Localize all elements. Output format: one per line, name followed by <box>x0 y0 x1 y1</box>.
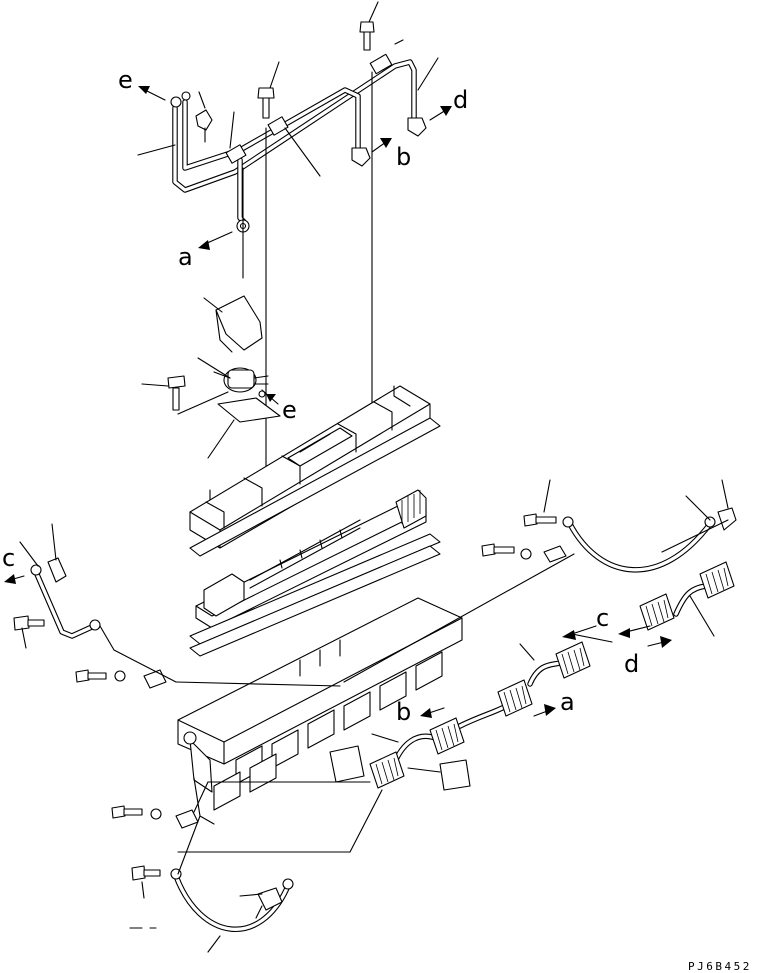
connector-6 <box>699 561 735 599</box>
left-pipe <box>19 523 101 639</box>
bolt-bottom-1 <box>111 805 199 829</box>
connector-2 <box>429 717 465 755</box>
callout-e-mid: e <box>261 389 297 424</box>
svg-text:d: d <box>453 86 468 114</box>
svg-text:c: c <box>2 544 15 572</box>
svg-text:a: a <box>560 688 575 716</box>
svg-text:d: d <box>624 650 639 678</box>
connector-4 <box>555 641 591 679</box>
cable-right <box>562 479 737 573</box>
svg-text:e: e <box>118 66 133 94</box>
bolt-right-mid <box>481 543 567 563</box>
svg-text:b: b <box>396 698 411 726</box>
svg-text:c: c <box>596 604 609 632</box>
drawing-code: PJ6B452 <box>688 960 752 973</box>
bolt-bottom-2 <box>131 865 161 899</box>
svg-text:a: a <box>178 243 193 271</box>
bracket-cover <box>203 295 263 353</box>
manifold-ports <box>213 651 443 811</box>
bolt-right-top <box>523 479 557 527</box>
connector-1 <box>369 751 405 789</box>
gasket-upper <box>189 417 441 557</box>
connector-5 <box>639 593 675 631</box>
cable-bottom <box>170 868 294 953</box>
svg-text:e: e <box>282 396 297 424</box>
bolt-top-center <box>257 61 280 119</box>
bolt-relay <box>141 375 229 415</box>
callout-e-top: e <box>118 66 166 101</box>
relay <box>197 357 269 398</box>
bolt-left-1 <box>13 615 45 649</box>
connector-chain <box>329 561 735 791</box>
bolt-top-right <box>359 1 379 51</box>
callout-a-right: a <box>533 688 575 717</box>
callout-b-right: b <box>396 698 445 726</box>
callout-d-right: d <box>618 625 672 678</box>
svg-text:b: b <box>396 143 411 171</box>
air-heater <box>195 489 427 629</box>
callout-b-top: b <box>371 138 411 171</box>
upper-harness <box>170 53 427 233</box>
bolt-left-2 <box>75 669 167 689</box>
connector-3 <box>497 679 533 717</box>
callout-a-top: a <box>178 231 233 271</box>
callout-d-top: d <box>429 86 468 121</box>
intake-manifold <box>177 597 463 825</box>
relay-plate <box>207 397 281 459</box>
callout-c-left: c <box>2 544 25 584</box>
callout-c-right: c <box>562 604 613 643</box>
gasket-lower <box>189 533 441 657</box>
intake-cover <box>189 385 431 549</box>
